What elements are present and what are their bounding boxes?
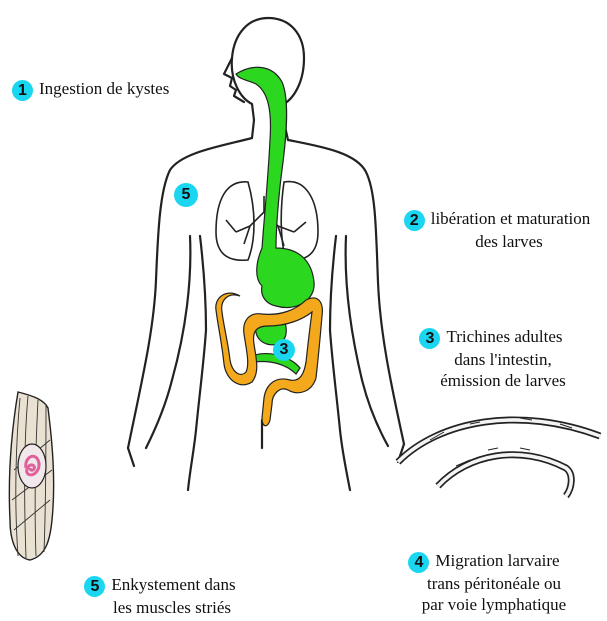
- step-2-badge: 2: [404, 210, 425, 231]
- marker-muscle-badge: 5: [174, 183, 198, 207]
- step-1-text: Ingestion de kystes: [39, 79, 169, 98]
- step-4-badge: 4: [408, 552, 429, 573]
- step-5-badge: 5: [84, 576, 105, 597]
- adult-trichina-worms: [398, 418, 600, 496]
- step-5-line-2: les muscles striés: [60, 597, 260, 618]
- step-2-line-2: des larves: [390, 231, 604, 252]
- marker-intestine-badge: 3: [273, 339, 295, 361]
- step-1-badge: 1: [12, 80, 33, 101]
- step-4-line-2: trans péritonéale ou: [384, 573, 584, 594]
- muscle-fiber-cyst: [9, 392, 53, 560]
- step-3-badge: 3: [419, 328, 440, 349]
- step-4-line-3: par voie lymphatique: [384, 594, 584, 615]
- step-3-line-3: émission de larves: [396, 370, 586, 391]
- step-3-line-2: dans l'intestin,: [396, 349, 586, 370]
- step-1-label: 1 Ingestion de kystes: [12, 78, 169, 101]
